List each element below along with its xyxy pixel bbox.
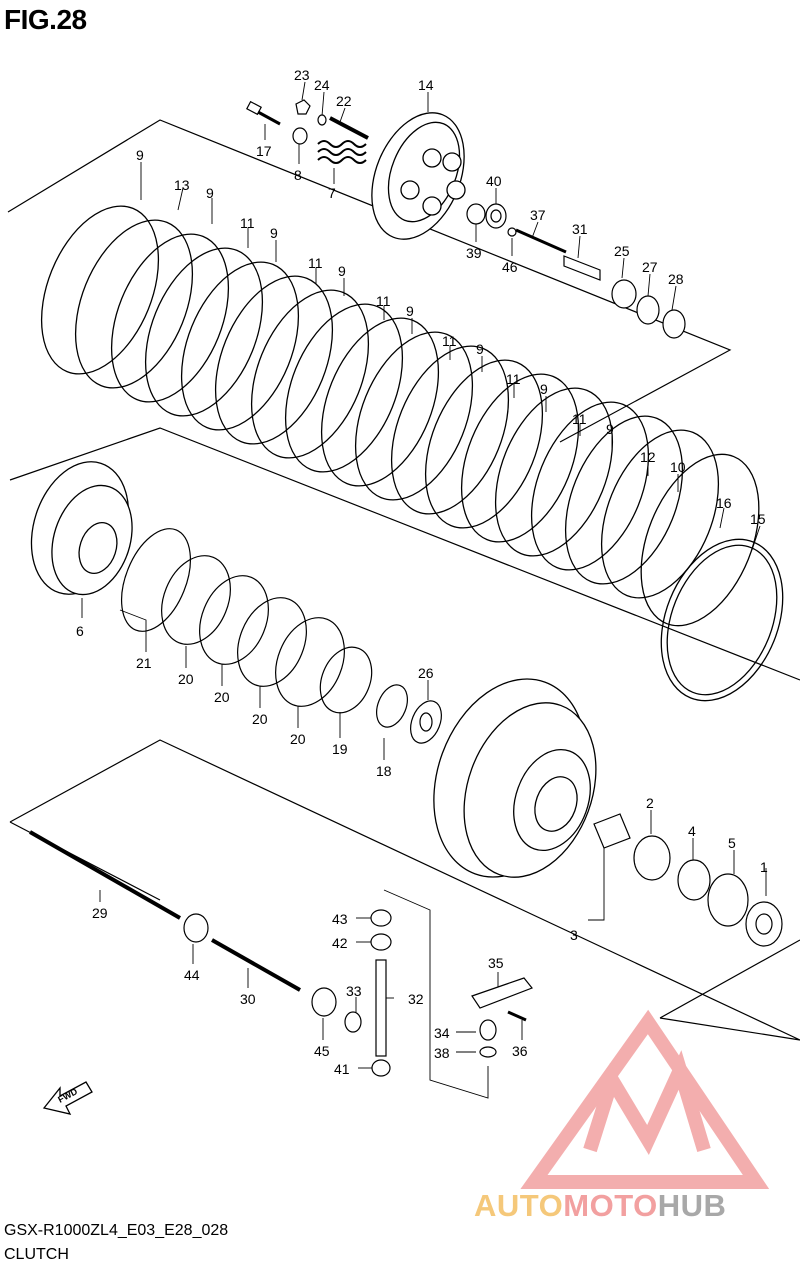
callout-30: 30	[240, 991, 256, 1007]
callout-11c: 11	[376, 293, 391, 309]
spring-washers-and-rings	[121, 528, 442, 744]
callout-9c: 9	[270, 225, 278, 241]
callout-9a: 9	[136, 147, 144, 163]
bushing-bearing-spacer-parts	[593, 813, 783, 947]
callout-28: 28	[668, 271, 684, 287]
callout-6: 6	[76, 623, 84, 639]
forward-arrow: FWD	[42, 1081, 93, 1115]
callout-9d: 9	[338, 263, 346, 279]
callout-20b: 20	[214, 689, 230, 705]
callout-20a: 20	[178, 671, 194, 687]
callout-4: 4	[688, 823, 696, 839]
callout-2: 2	[646, 795, 654, 811]
callout-11b: 11	[308, 255, 323, 271]
callout-39: 39	[466, 245, 482, 261]
callout-38: 38	[434, 1045, 450, 1061]
clutch-plate-stack	[40, 205, 784, 702]
callout-10: 10	[670, 459, 686, 475]
callout-11f: 11	[572, 411, 587, 427]
callout-3: 3	[570, 927, 578, 943]
sleeve-hub-part-6	[30, 461, 133, 596]
callout-9h: 9	[606, 421, 614, 437]
upper-small-parts	[246, 99, 686, 339]
callout-43: 43	[332, 911, 348, 927]
callout-25: 25	[614, 243, 630, 259]
callout-18: 18	[376, 763, 392, 779]
callout-41: 41	[334, 1061, 350, 1077]
callout-44: 44	[184, 967, 200, 983]
callout-27: 27	[642, 259, 658, 275]
callout-labels: 1 2 3 4 5 6 7 8 9 13 9 11 9 11 9 11 9 11…	[76, 67, 768, 1077]
pressure-plate-part-14	[371, 112, 466, 240]
callout-20c: 20	[252, 711, 268, 727]
callout-9g: 9	[540, 381, 548, 397]
callout-12: 12	[640, 449, 656, 465]
callout-5: 5	[728, 835, 736, 851]
callout-24: 24	[314, 77, 330, 93]
watermark-text: AUTOMOTOHUB	[474, 1188, 726, 1224]
release-shaft-and-rods	[29, 830, 533, 1077]
callout-29: 29	[92, 905, 108, 921]
callout-17: 17	[256, 143, 272, 159]
callout-35: 35	[488, 955, 504, 971]
callout-22: 22	[336, 93, 352, 109]
figure-code: GSX-R1000ZL4_E03_E28_028	[4, 1222, 229, 1239]
watermark-logo	[520, 1009, 770, 1189]
callout-11e: 11	[506, 371, 521, 387]
callout-9f: 9	[476, 341, 484, 357]
callout-11a: 11	[240, 215, 255, 231]
callout-13: 13	[174, 177, 190, 193]
callout-14: 14	[418, 77, 434, 93]
callout-15: 15	[750, 511, 766, 527]
callout-8: 8	[294, 167, 302, 183]
callout-16: 16	[716, 495, 732, 511]
callout-21: 21	[136, 655, 152, 671]
callout-1: 1	[760, 859, 768, 875]
callout-33: 33	[346, 983, 362, 999]
callout-36: 36	[512, 1043, 528, 1059]
callout-32: 32	[408, 991, 424, 1007]
callout-20d: 20	[290, 731, 306, 747]
figure-title: FIG.28	[4, 4, 87, 35]
callout-42: 42	[332, 935, 348, 951]
watermark-text-moto: MOTO	[563, 1188, 658, 1223]
callout-19: 19	[332, 741, 348, 757]
watermark-text-auto: AUTO	[474, 1188, 564, 1223]
callout-7: 7	[328, 185, 336, 201]
figure-name: CLUTCH	[4, 1246, 69, 1263]
group-frame-lines	[7, 119, 800, 1041]
callout-40: 40	[486, 173, 502, 189]
callout-11d: 11	[442, 333, 457, 349]
callout-45: 45	[314, 1043, 330, 1059]
callout-26: 26	[418, 665, 434, 681]
callout-46: 46	[502, 259, 518, 275]
watermark-text-hub: HUB	[657, 1188, 727, 1223]
callout-9b: 9	[206, 185, 214, 201]
callout-23: 23	[294, 67, 310, 83]
callout-34: 34	[434, 1025, 450, 1041]
callout-9e: 9	[406, 303, 414, 319]
primary-driven-gear-part-3	[433, 678, 597, 878]
callout-31: 31	[572, 221, 588, 237]
callout-37: 37	[530, 207, 546, 223]
